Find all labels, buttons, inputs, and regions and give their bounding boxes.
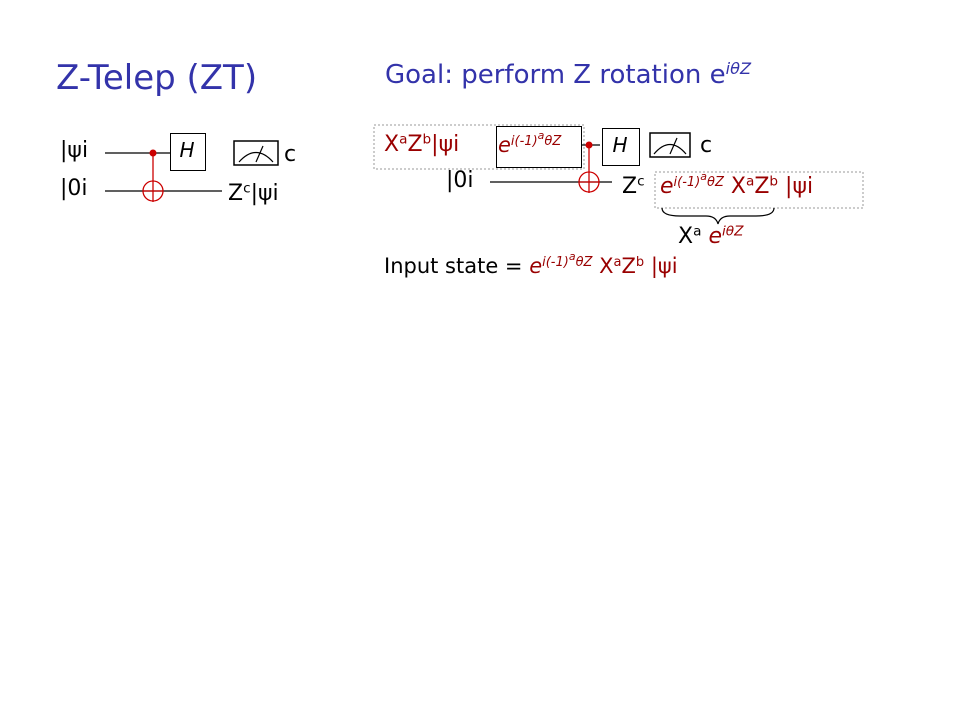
left-meas-output: c: [284, 142, 297, 167]
right-meter-icon: [649, 132, 691, 158]
right-output-z: Zc: [622, 173, 645, 199]
goal-label: Goal: perform Z rotation e: [385, 60, 726, 90]
left-input-bottom: |0i: [60, 176, 88, 201]
right-cnot-control: [585, 141, 593, 149]
right-meas-output: c: [700, 133, 713, 158]
right-h-gate: [602, 128, 640, 166]
right-dashed-box: [373, 124, 585, 170]
left-input-top: |ψi: [60, 138, 89, 163]
brace-label: Xa eiθZ: [678, 223, 744, 249]
output-brace: [661, 207, 775, 225]
right-input-bottom: |0i: [446, 168, 474, 193]
left-cnot-control: [149, 149, 157, 157]
input-state-label: Input state =: [384, 254, 530, 278]
output-dashed-box: [654, 171, 864, 209]
left-output: Zc|ψi: [228, 180, 279, 206]
slide-title: Z-Telep (ZT): [56, 58, 258, 98]
left-meter-icon: [233, 140, 279, 166]
right-h-gate-label: H: [612, 133, 628, 157]
left-h-gate-label: H: [179, 138, 195, 162]
right-input-top: XaZb|ψi: [384, 131, 460, 157]
left-h-gate: [170, 133, 206, 171]
input-state-line: Input state = ei(-1)aθZ XaZb |ψi: [384, 249, 678, 278]
goal-text: Goal: perform Z rotation eiθZ: [385, 60, 751, 90]
rotation-gate-label: ei(-1)aθZ: [498, 128, 562, 157]
goal-exponent: iθZ: [725, 59, 751, 79]
rotation-gate: [496, 126, 582, 168]
right-output-state: ei(-1)aθZ XaZb |ψi: [660, 169, 814, 199]
